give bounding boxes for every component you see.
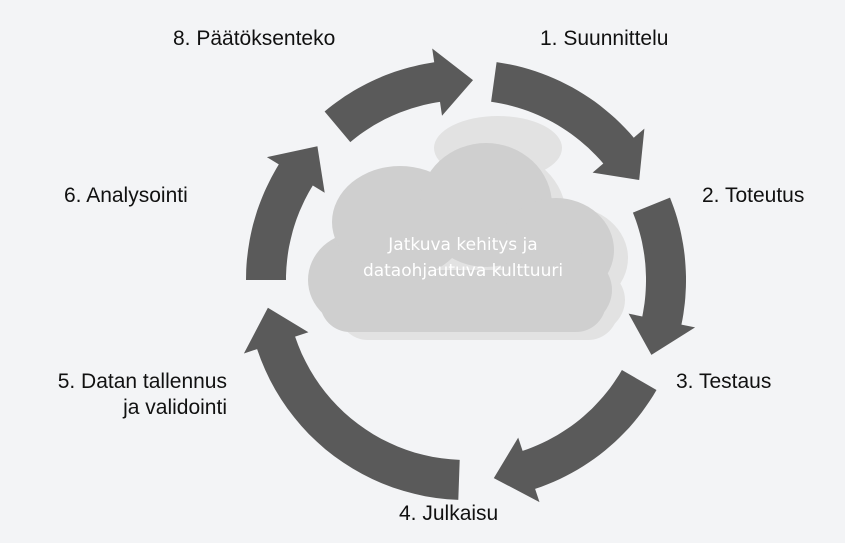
arrow-to-analysis [246, 146, 325, 280]
cycle-arrows [243, 48, 696, 503]
arrow-to-decision-making [324, 48, 473, 143]
step-label-planning: 1. Suunnittelu [540, 27, 669, 50]
cloud-caption-line2: dataohjautuva kulttuuri [362, 261, 564, 281]
arrow-to-release [493, 370, 657, 503]
step-label-data-storage: 5. Datan tallennus ja validointi [31, 369, 227, 421]
step-label-data-storage-line1: 5. Datan tallennus [57, 370, 227, 393]
step-label-decision-making: 8. Päätöksenteko [173, 27, 336, 50]
cloud-caption: Jatkuva kehitys ja dataohjautuva kulttuu… [318, 232, 608, 284]
arrow-to-testing [628, 197, 696, 355]
step-label-testing: 3. Testaus [676, 370, 772, 393]
cloud-caption-line1: Jatkuva kehitys ja [388, 235, 538, 255]
step-label-implementation: 2. Toteutus [702, 184, 805, 207]
step-label-data-storage-line2: ja validointi [123, 396, 227, 419]
arrow-to-implementation [491, 62, 645, 180]
cloud-shape [308, 143, 614, 332]
arrow-to-data-storage [243, 307, 460, 500]
step-label-analysis: 6. Analysointi [64, 184, 188, 207]
step-label-release: 4. Julkaisu [399, 502, 499, 525]
